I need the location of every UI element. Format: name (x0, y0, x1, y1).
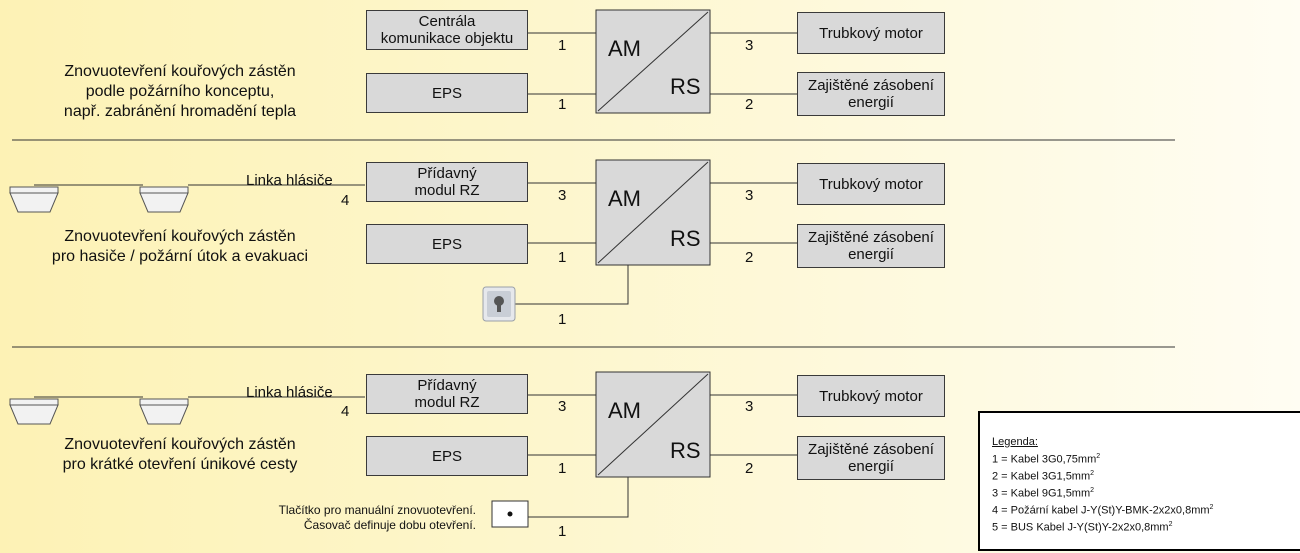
cable-number: 4 (341, 403, 350, 420)
key-switch-icon (482, 286, 516, 322)
secured-power-box: Zajištěné zásobení energií (797, 72, 945, 116)
eps-box: EPS (366, 224, 528, 264)
am-label: AM (608, 36, 641, 61)
cable-number: 2 (745, 249, 754, 266)
cable-number: 2 (745, 96, 754, 113)
rs-label: RS (670, 226, 701, 251)
section-1-wiring (528, 32, 797, 95)
section-2-wiring (34, 182, 797, 305)
cable-number: 1 (558, 37, 567, 54)
smoke-detector-icon (139, 398, 189, 425)
cable-number: 3 (745, 187, 754, 204)
section-3-wiring (34, 394, 797, 518)
tubular-motor-box: Trubkový motor (797, 375, 945, 417)
am-label: AM (608, 398, 641, 423)
am-rs-diagonal (597, 11, 709, 112)
rs-label: RS (670, 74, 701, 99)
legend-item: 4 = Požární kabel J-Y(St)Y-BMK-2x2x0,8mm… (992, 503, 1214, 517)
section-3-description: Znovuotevření kouřových zástěn pro krátk… (62, 436, 298, 473)
cable-number: 3 (558, 187, 567, 204)
am-label: AM (608, 186, 641, 211)
cable-number: 3 (558, 398, 567, 415)
detector-line-label: Linka hlásiče (246, 384, 333, 401)
rs-label: RS (670, 438, 701, 463)
manual-button-note: Tlačítko pro manuální znovuotevření. Čas… (278, 503, 476, 532)
addon-module-rz-box: Přídavný modul RZ (366, 162, 528, 202)
smoke-detector-icon (9, 398, 59, 425)
section-2-description: Znovuotevření kouřových zástěn pro hasič… (51, 228, 309, 265)
legend-item: 5 = BUS Kabel J-Y(St)Y-2x2x0,8mm2 (992, 521, 1173, 534)
cable-number: 3 (745, 398, 754, 415)
addon-module-rz-box: Přídavný modul RZ (366, 374, 528, 414)
cable-number: 4 (341, 192, 350, 209)
legend-box: Legenda: 1 = Kabel 3G0,75mm2 2 = Kabel 3… (978, 411, 1300, 551)
legend-item: 1 = Kabel 3G0,75mm2 (992, 452, 1101, 466)
cable-number: 3 (745, 37, 754, 54)
am-rs-diagonal (597, 373, 709, 476)
secured-power-box: Zajištěné zásobení energií (797, 224, 945, 268)
am-rs-diagonal (597, 161, 709, 264)
cable-number: 1 (558, 523, 567, 540)
eps-box: EPS (366, 436, 528, 476)
smoke-detector-icon (139, 186, 189, 213)
cable-number: 1 (558, 460, 567, 477)
eps-box: EPS (366, 73, 528, 113)
legend-title: Legenda: (992, 436, 1038, 448)
legend-item: 2 = Kabel 3G1,5mm2 (992, 469, 1095, 483)
section-1-description: Znovuotevření kouřových zástěn podle pož… (63, 63, 297, 120)
secured-power-box: Zajištěné zásobení energií (797, 436, 945, 480)
detector-line-label: Linka hlásiče (246, 172, 333, 189)
cable-number: 1 (558, 311, 567, 328)
cable-number: 1 (558, 96, 567, 113)
legend-item: 3 = Kabel 9G1,5mm2 (992, 486, 1095, 500)
building-control-box: Centrála komunikace objektu (366, 10, 528, 50)
manual-button-icon (491, 500, 529, 528)
tubular-motor-box: Trubkový motor (797, 12, 945, 54)
tubular-motor-box: Trubkový motor (797, 163, 945, 205)
cable-number: 1 (558, 249, 567, 266)
smoke-detector-icon (9, 186, 59, 213)
cable-number: 2 (745, 460, 754, 477)
